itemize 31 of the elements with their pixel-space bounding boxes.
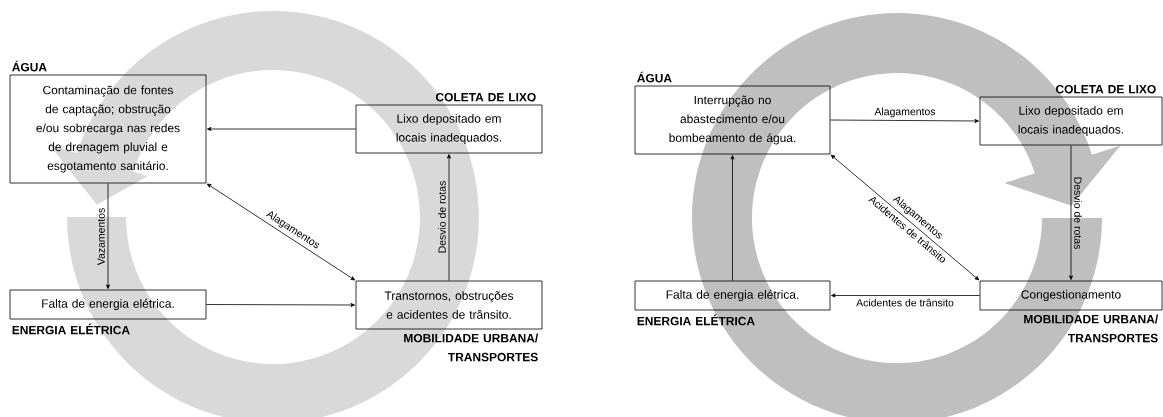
arrow [206,183,356,281]
arrow [206,303,355,307]
arrow [831,293,980,298]
arrow [830,154,980,281]
heading: ÁGUA [12,60,47,72]
text-box: Lixo depositado em locais inadequados. [355,104,543,154]
arrow [447,154,451,281]
heading: ÁGUA [637,71,672,83]
edge-label: Alagamentos [874,107,936,118]
edge-label: Acidentes de trânsito [856,298,954,307]
arrow [207,127,356,131]
arrow [1069,145,1073,280]
edge-label: Desvio de rotas [1074,177,1082,249]
heading: MOBILIDADE URBANA/ TRANSPORTES [404,333,539,362]
edge-label: Desvio de rotas [438,181,446,253]
heading: MOBILIDADE URBANA/ TRANSPORTES [1024,314,1159,343]
arrow [730,155,735,281]
text-box: Congestionamento [979,280,1163,311]
text-box: Falta de energia elétrica. [9,289,207,320]
text-box: Lixo depositado em locais inadequados. [979,96,1163,146]
edge-label: Vazamentos [97,208,105,266]
text-box: Interrupção no abastecimento e/ou bombeamento de água. [634,85,831,155]
arrow [830,119,979,123]
text-box: Contaminação de fontes de captação; obstrução e/ou sobrecarga nas redes de drenagem pluvial e esgotamento sanitário. [9,74,207,184]
heading: ENERGIA ELÉTRICA [637,314,755,326]
heading: COLETA DE LIXO [1055,84,1156,94]
heading: ENERGIA ELÉTRICA [12,323,130,335]
heading: COLETA DE LIXO [435,92,536,102]
text-box: Transtornos, obstruções e acidentes de trânsito. [355,280,543,330]
arrow [106,183,110,289]
text-box: Falta de energia elétrica. [634,280,831,311]
